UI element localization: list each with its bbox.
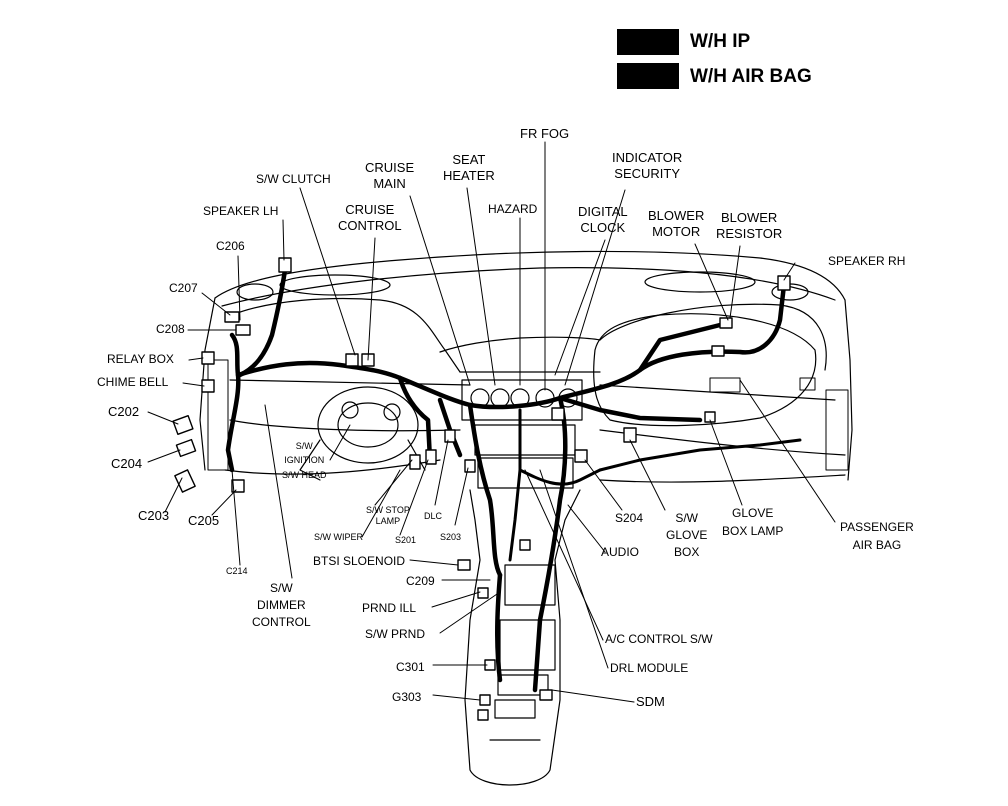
connector-blocks	[172, 257, 791, 721]
label-relay-box: RELAY BOX	[107, 352, 174, 366]
label-sw-clutch: S/W CLUTCH	[256, 172, 331, 186]
label-passenger-air-bag: PASSENGER AIR BAG	[840, 520, 914, 553]
label-seat-heater: SEAT HEATER	[443, 152, 495, 185]
label-hazard: HAZARD	[488, 202, 538, 216]
legend-label-wh-air-bag: W/H AIR BAG	[690, 66, 812, 87]
label-sw-wiper: S/W WIPER	[314, 532, 363, 542]
label-indicator-security: INDICATOR SECURITY	[612, 150, 682, 183]
label-box: BOX	[674, 545, 700, 559]
label-blower-2: BLOWER	[720, 210, 778, 225]
label-main: MAIN	[373, 176, 406, 192]
label-passenger: PASSENGER	[840, 520, 914, 534]
label-s204: S204	[615, 511, 644, 525]
label-c205: C205	[188, 513, 220, 528]
label-glove: GLOVE	[666, 528, 708, 542]
label-c203: C203	[138, 508, 170, 523]
label-c202: C202	[108, 404, 140, 419]
label-chime-bell: CHIME BELL	[97, 375, 169, 389]
label-speaker-rh: SPEAKER RH	[828, 254, 906, 268]
label-blower: BLOWER	[648, 208, 705, 223]
label-indicator: INDICATOR	[612, 150, 683, 165]
label-ignition: IGNITION	[284, 455, 325, 466]
label-sw-1: S/W	[295, 441, 313, 451]
label-sw-stop: S/W STOP	[366, 505, 410, 515]
label-prnd-ill: PRND ILL	[362, 601, 417, 615]
label-fr-fog: FR FOG	[520, 126, 570, 141]
label-sw-ignition-head: S/W IGNITION S/W HEAD	[282, 441, 327, 481]
label-g303: G303	[392, 690, 422, 704]
label-s203: S203	[440, 532, 462, 542]
dashboard-outline	[199, 250, 853, 483]
label-drl-module: DRL MODULE	[610, 661, 689, 675]
label-blower-motor: BLOWER MOTOR	[648, 208, 704, 241]
label-box-lamp: BOX LAMP	[722, 524, 784, 538]
leader-lines	[147, 141, 836, 703]
label-c209: C209	[406, 574, 435, 588]
label-motor: MOTOR	[652, 224, 701, 240]
label-digital: DIGITAL	[578, 204, 628, 219]
label-c204: C204	[111, 456, 143, 471]
dash-frame	[207, 359, 849, 471]
label-ac-control-sw: A/C CONTROL S/W	[605, 632, 713, 646]
label-c208: C208	[156, 322, 185, 336]
label-dimmer: DIMMER	[257, 598, 306, 612]
label-air-bag: AIR BAG	[852, 538, 902, 552]
label-audio: AUDIO	[601, 545, 640, 559]
label-sw-glove-box: S/W GLOVE BOX	[666, 511, 707, 560]
label-blower-resistor: BLOWER RESISTOR	[716, 210, 782, 243]
label-security: SECURITY	[614, 166, 681, 182]
label-c214: C214	[226, 566, 248, 576]
label-btsi-solenoid: BTSI SLOENOID	[313, 554, 406, 568]
label-glove-box-lamp: GLOVE BOX LAMP	[722, 506, 783, 539]
legend-swatch-wh-air-bag	[617, 63, 679, 89]
label-sw-dimmer-control: S/W DIMMER CONTROL	[252, 581, 311, 630]
label-dlc: DLC	[424, 511, 443, 521]
label-sw-2: S/W	[270, 581, 293, 595]
label-sw-3: S/W	[675, 511, 699, 525]
label-speaker-lh: SPEAKER LH	[203, 204, 279, 218]
label-c206: C206	[216, 239, 245, 253]
label-sdm: SDM	[636, 694, 665, 709]
label-heater: HEATER	[443, 168, 495, 184]
label-resistor: RESISTOR	[716, 226, 783, 242]
label-glove-2: GLOVE	[732, 506, 774, 520]
legend-swatch-wh-ip	[617, 29, 679, 55]
label-clock: CLOCK	[580, 220, 626, 236]
label-cruise: CRUISE	[365, 160, 415, 175]
label-digital-clock: DIGITAL CLOCK	[578, 204, 628, 237]
label-seat: SEAT	[452, 152, 486, 167]
label-cruise-main: CRUISE MAIN	[365, 160, 414, 193]
label-lamp: LAMP	[375, 516, 401, 527]
label-s201: S201	[395, 535, 417, 545]
label-control-2: CONTROL	[252, 615, 311, 629]
legend-label-wh-ip: W/H IP	[690, 31, 751, 52]
label-c301: C301	[396, 660, 425, 674]
harness-ip	[225, 267, 787, 693]
label-sw-head: S/W HEAD	[282, 469, 327, 480]
label-cruise-control: CRUISE CONTROL	[338, 202, 402, 235]
label-control: CONTROL	[338, 218, 402, 234]
label-c207: C207	[169, 281, 198, 295]
label-sw-stop-lamp: S/W STOP LAMP	[366, 505, 410, 528]
label-sw-prnd: S/W PRND	[365, 627, 425, 641]
label-cruise-2: CRUISE	[345, 202, 395, 217]
